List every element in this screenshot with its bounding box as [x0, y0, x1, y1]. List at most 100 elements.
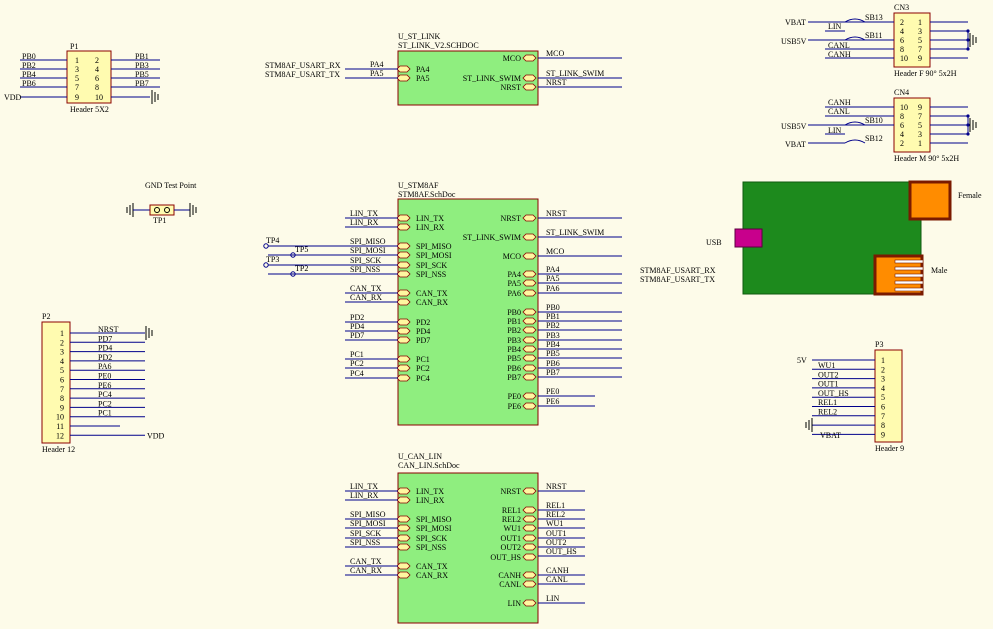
test-point-label: TP3 — [266, 255, 279, 264]
p1-right-net: PB3 — [135, 61, 149, 70]
p2-net: PD2 — [98, 353, 112, 362]
can-lin-port — [522, 524, 537, 532]
stm8af-port — [396, 214, 411, 222]
p2-net: PC1 — [98, 409, 112, 418]
test-point-label: TP2 — [295, 264, 308, 273]
stm8af-right-pin-label: PE6 — [508, 402, 521, 411]
stm8af-designator: U_STM8AF — [398, 181, 439, 190]
stm8af-right-net: NRST — [546, 209, 567, 218]
can-lin-right-net: CANL — [546, 575, 568, 584]
cn4-designator: CN4 — [894, 88, 909, 97]
p3-pin-number: 7 — [881, 412, 885, 421]
stm8af-right-pin-label: PB0 — [507, 308, 521, 317]
st-link-left-net: PA4 — [370, 60, 384, 69]
can-lin-right-net: LIN — [546, 594, 560, 603]
cn4-left-pin-number: 6 — [900, 121, 904, 130]
p2-pin-number: 12 — [56, 431, 64, 440]
st-link-left-net: PA5 — [370, 69, 384, 78]
can-lin-right-pin-label: OUT2 — [501, 543, 521, 552]
p2-net: PA6 — [98, 362, 112, 371]
cn4-jumper-label: SB12 — [865, 134, 883, 143]
stm8af-right-pin-label: PB7 — [507, 373, 521, 382]
stm8af-right-net: PB4 — [546, 340, 560, 349]
stm8af-left-net: SPI_NSS — [350, 265, 380, 274]
stm8af-left-net: PD2 — [350, 313, 364, 322]
cn3-jumper-sb13 — [844, 18, 866, 23]
can-lin-port — [396, 534, 411, 542]
can-lin-left-net: SPI_MISO — [350, 510, 386, 519]
stm8af-right-net: PA4 — [546, 265, 560, 274]
p3-header — [874, 349, 903, 443]
p2-footer: Header 12 — [42, 445, 75, 454]
gnd-test-point-title: GND Test Point — [145, 181, 197, 190]
cn3-right-pin-number: 5 — [918, 36, 922, 45]
p2-pin-number: 4 — [60, 357, 64, 366]
stm8af-left-net: LIN_RX — [350, 218, 379, 227]
st-link-port — [396, 74, 411, 82]
cn4-net-vbat: VBAT — [785, 140, 806, 149]
cn4-left-pin-number: 2 — [900, 139, 904, 148]
p1-left-net: PB0 — [22, 52, 36, 61]
cn3-right-pin-number: 1 — [918, 18, 922, 27]
stm8af-left-pin-label: PC1 — [416, 355, 430, 364]
stm8af-port — [522, 392, 537, 400]
stm8af-left-pin-label: SPI_NSS — [416, 270, 446, 279]
stm8af-left-net: SPI_MOSI — [350, 246, 386, 255]
p2-vdd-net: VDD — [147, 431, 165, 440]
cn3-left-pin-number: 2 — [900, 18, 904, 27]
stm8af-port — [396, 336, 411, 344]
can-lin-port — [396, 543, 411, 551]
p1-left-pin-number: 7 — [75, 83, 79, 92]
stm8af-right-pin-label: PB5 — [507, 354, 521, 363]
stm8af-right-net: PB1 — [546, 312, 560, 321]
tp1-designator: TP1 — [153, 216, 166, 225]
cn4-right-pin-number: 7 — [918, 112, 922, 121]
stm8af-right-net: ST_LINK_SWIM — [546, 228, 604, 237]
st-link-right-pin-label: ST_LINK_SWIM — [463, 74, 521, 83]
st-link-file: ST_LINK_V2.SCHDOC — [398, 41, 479, 50]
p3-pin-number: 4 — [881, 384, 885, 393]
stm8af-left-pin-label: CAN_TX — [416, 289, 448, 298]
male-connector-pin — [894, 287, 924, 292]
st-link-port — [522, 74, 537, 82]
can-lin-left-net: CAN_TX — [350, 557, 382, 566]
can-lin-right-net: NRST — [546, 482, 567, 491]
p3-designator: P3 — [875, 340, 883, 349]
stm8af-usart-tx-label: STM8AF_USART_TX — [640, 275, 715, 284]
st-link-left-pin-label: PA5 — [416, 74, 430, 83]
can-lin-port — [522, 571, 537, 579]
p2-pin-number: 1 — [60, 329, 64, 338]
can-lin-port — [522, 580, 537, 588]
p1-right-net: PB7 — [135, 79, 149, 88]
stm8af-block — [397, 198, 539, 426]
st-link-right-net: MCO — [546, 49, 564, 58]
cn3-jumper-sb11 — [844, 36, 866, 41]
stm8af-right-pin-label: MCO — [503, 252, 521, 261]
cn4-jumper-sb12 — [844, 139, 866, 144]
stm8af-left-net: SPI_MISO — [350, 237, 386, 246]
can-lin-left-pin-label: CAN_RX — [416, 571, 448, 580]
stm8af-port — [396, 251, 411, 259]
stm8af-left-net: PD7 — [350, 331, 364, 340]
stm8af-right-pin-label: ST_LINK_SWIM — [463, 233, 521, 242]
can-lin-right-pin-label: LIN — [508, 599, 522, 608]
p1-header — [66, 50, 112, 104]
st-link-left-ext-net: STM8AF_USART_RX — [265, 61, 341, 70]
stm8af-port — [522, 279, 537, 287]
p2-net: PD4 — [98, 344, 112, 353]
cn3-jumper-label: SB13 — [865, 13, 883, 22]
p3-net: REL1 — [818, 398, 837, 407]
p1-left-pin-number: 9 — [75, 93, 79, 102]
p3-net: OUT_HS — [818, 389, 849, 398]
stm8af-left-pin-label: PD4 — [416, 327, 430, 336]
stm8af-right-pin-label: PE0 — [508, 392, 521, 401]
p2-pin-number: 8 — [60, 394, 64, 403]
male-connector-pin — [894, 266, 924, 271]
st-link-left-pin-label: PA4 — [416, 65, 430, 74]
p2-net: NRST — [98, 325, 119, 334]
can-lin-port — [396, 562, 411, 570]
stm8af-right-net: PB0 — [546, 303, 560, 312]
stm8af-port — [396, 364, 411, 372]
stm8af-port — [522, 402, 537, 410]
